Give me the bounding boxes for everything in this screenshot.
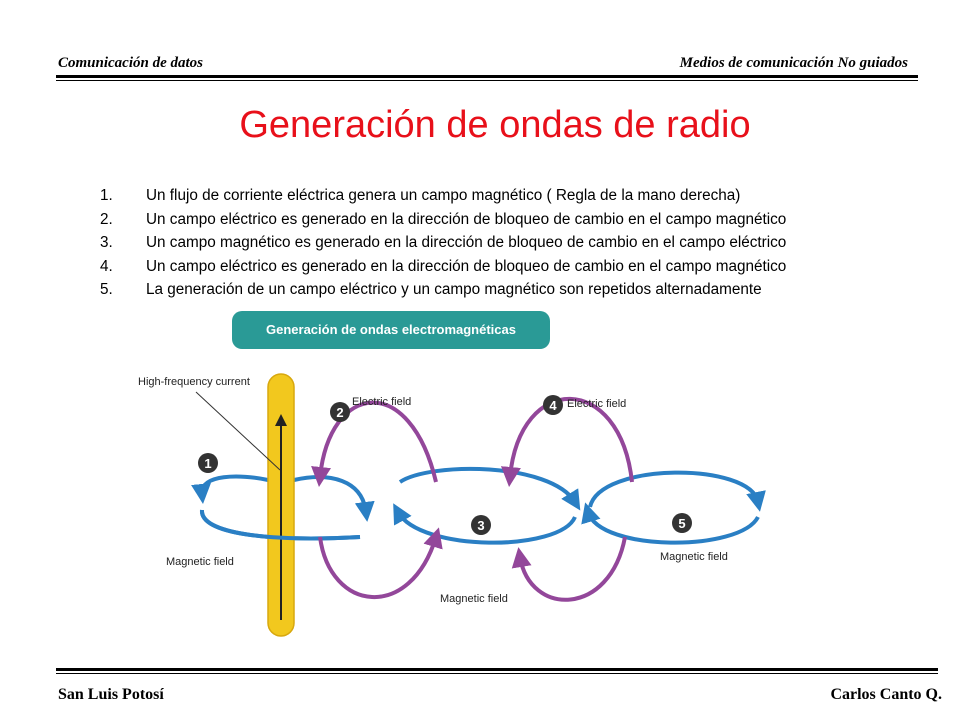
footer-location: San Luis Potosí	[58, 686, 164, 703]
step-item: 3. Un campo magnético es generado en la d…	[100, 231, 950, 255]
svg-text:4: 4	[549, 398, 557, 413]
step-text: Un campo magnético es generado en la dir…	[146, 234, 787, 251]
magnetic-field-label: Magnetic field	[660, 551, 728, 563]
header-course-title: Comunicación de datos	[58, 55, 204, 71]
electric-field-label: Electric field	[352, 396, 411, 408]
diagram-caption-badge: Generación de ondas electromagnéticas	[232, 311, 550, 349]
step-item: 4. Un campo eléctrico es generado en la d…	[100, 255, 950, 279]
svg-text:3: 3	[477, 518, 484, 533]
header-topic-title: Medios de comunicación No guiados	[679, 55, 908, 71]
magnetic-loop-5	[581, 470, 766, 545]
svg-text:1: 1	[204, 456, 211, 471]
electric-field-label: Electric field	[567, 398, 626, 410]
step-number: 2.	[100, 210, 113, 228]
step-item: 2. Un campo eléctrico es generado en la d…	[100, 208, 950, 232]
magnetic-field-label: Magnetic field	[440, 593, 508, 605]
marker-5: 5	[672, 513, 692, 533]
step-text: Un campo eléctrico es generado en la dir…	[146, 210, 787, 228]
step-item: 5. La generación de un campo eléctrico y …	[100, 278, 950, 302]
svg-text:5: 5	[678, 516, 685, 531]
step-number: 1.	[100, 187, 113, 204]
header-rule-thin	[56, 80, 918, 81]
em-wave-diagram: 1 2 3 4 5 High-frequency current Electri…	[130, 362, 780, 642]
antenna-rod	[267, 373, 295, 637]
electric-loop-2	[311, 400, 443, 599]
step-text: Un campo eléctrico es generado en la dir…	[146, 257, 787, 275]
footer-author: Carlos Canto Q.	[830, 686, 942, 703]
step-text: Un flujo de corriente eléctrica genera u…	[146, 187, 741, 204]
magnetic-field-label: Magnetic field	[166, 556, 234, 568]
step-text: La generación de un campo eléctrico y un…	[146, 281, 762, 298]
marker-4: 4	[543, 395, 563, 415]
marker-2: 2	[330, 402, 350, 422]
footer-rule-thin	[56, 673, 938, 674]
magnetic-loop-1-front	[200, 509, 361, 541]
step-item: 1. Un flujo de corriente eléctrica genera…	[100, 184, 950, 208]
step-number: 3.	[100, 234, 113, 251]
step-number: 4.	[100, 257, 113, 275]
steps-list: 1. Un flujo de corriente eléctrica genera…	[100, 184, 950, 302]
magnetic-loop-3	[393, 466, 581, 545]
current-label: High-frequency current	[138, 376, 250, 388]
current-pointer-line	[195, 391, 281, 471]
step-number: 5.	[100, 281, 113, 298]
marker-3: 3	[471, 515, 491, 535]
svg-text:2: 2	[336, 405, 343, 420]
electric-loop-4	[501, 396, 634, 602]
slide-title: Generación de ondas de radio	[239, 104, 751, 146]
footer-rule	[56, 668, 938, 671]
header-rule	[56, 75, 918, 78]
marker-1: 1	[198, 453, 218, 473]
